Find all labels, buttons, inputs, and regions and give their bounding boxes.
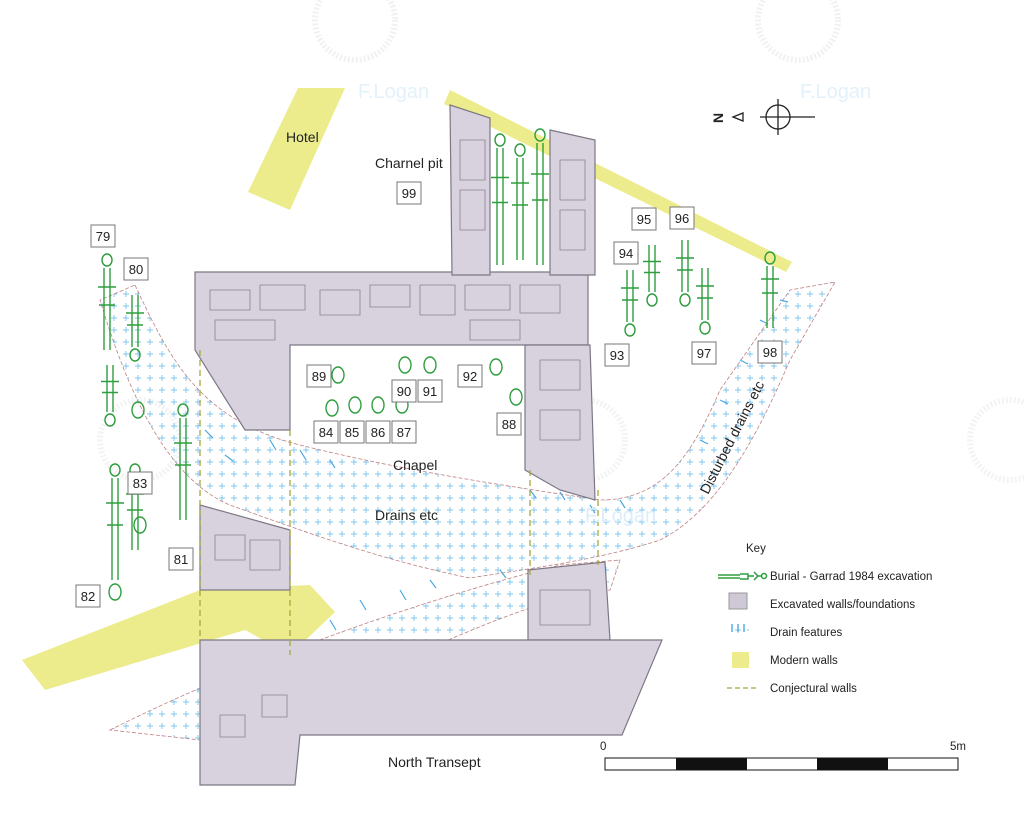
burial-number-85: 85 [339, 420, 365, 444]
legend-modern-label: Modern walls [770, 655, 838, 667]
skull-icon [423, 356, 437, 374]
modern-walls [22, 88, 792, 690]
burial-number-89: 89 [306, 364, 332, 388]
burial-number-text: 86 [371, 425, 385, 440]
burial-number-text: 88 [502, 417, 516, 432]
burial-number-98: 98 [757, 340, 783, 364]
burial-number-text: 80 [129, 262, 143, 277]
legend-drain-label: Drain features [770, 627, 842, 639]
burial-number-text: 91 [423, 384, 437, 399]
burial-number-text: 81 [174, 552, 188, 567]
watermark-text: F.Logan [585, 505, 656, 527]
skull-icon [371, 396, 385, 414]
scale-end-label: 5m [950, 741, 966, 753]
burial-number-81: 81 [168, 547, 194, 571]
burial-skeleton [98, 253, 116, 350]
legend-drain-hatch [731, 624, 745, 632]
burial-number-97: 97 [691, 341, 717, 365]
skull-icon [489, 358, 503, 376]
burial-number-text: 79 [96, 229, 110, 244]
scale-start-label: 0 [600, 741, 606, 753]
watermark-text: F.Logan [358, 81, 429, 103]
legend-modern-swatch [732, 652, 749, 668]
skull-icon [133, 516, 147, 534]
burial-number-87: 87 [391, 420, 417, 444]
burial-skeleton [621, 270, 639, 337]
burial-number-text: 90 [397, 384, 411, 399]
label-chapel: Chapel [393, 457, 437, 473]
skull-icon [348, 396, 362, 414]
burial-number-text: 94 [619, 246, 633, 261]
burial-skeleton [531, 128, 549, 265]
burial-skeleton [491, 133, 509, 265]
burial-skeleton [126, 295, 144, 362]
burial-number-text: 98 [763, 345, 777, 360]
burial-skeleton [761, 251, 779, 328]
legend-burial-label: Burial - Garrad 1984 excavation [770, 571, 932, 583]
burial-skeleton [696, 268, 714, 335]
burial-number-text: 84 [319, 425, 333, 440]
burial-number-84: 84 [313, 420, 339, 444]
burial-number-text: 89 [312, 369, 326, 384]
burial-skeleton [676, 240, 694, 307]
label-drains: Drains etc [375, 507, 438, 523]
skull-icon [331, 366, 345, 384]
skull-icon [108, 583, 122, 601]
burial-skeleton [106, 463, 124, 580]
burial-number-text: 95 [637, 212, 651, 227]
burial-skeleton [174, 403, 192, 520]
legend-walls-label: Excavated walls/foundations [770, 599, 915, 611]
compass-label: N [710, 113, 726, 123]
burial-number-94: 94 [613, 241, 639, 265]
burial-number-text: 93 [610, 348, 624, 363]
legend: Key Burial - Garrad 1984 excavation Exca… [718, 543, 932, 695]
burial-number-text: 99 [402, 186, 416, 201]
label-north-transept: North Transept [388, 754, 481, 770]
scale-bar: 0 5m [600, 741, 966, 771]
conjectural-walls [199, 350, 599, 655]
burial-number-92: 92 [457, 364, 483, 388]
legend-title: Key [746, 543, 766, 555]
watermark-text: F.Logan [800, 81, 871, 103]
legend-burial-icon [718, 571, 768, 581]
skull-icon [131, 401, 145, 419]
burial-number-text: 96 [675, 211, 689, 226]
burial-number-text: 92 [463, 369, 477, 384]
skull-icon [325, 399, 339, 417]
burial-number-88: 88 [496, 412, 522, 436]
north-arrow-icon [731, 99, 815, 135]
burial-number-text: 82 [81, 589, 95, 604]
label-charnel-pit: Charnel pit [375, 155, 443, 171]
burial-number-text: 87 [397, 425, 411, 440]
label-hotel: Hotel [286, 129, 319, 145]
burial-number-90: 90 [391, 379, 417, 403]
burial-number-83: 83 [127, 471, 153, 495]
burial-number-93: 93 [604, 343, 630, 367]
legend-conjectural-label: Conjectural walls [770, 683, 857, 695]
burial-skeleton [643, 245, 661, 307]
burial-number-91: 91 [417, 379, 443, 403]
excavated-walls [194, 104, 663, 786]
burial-number-text: 97 [697, 346, 711, 361]
legend-wall-swatch [728, 592, 748, 610]
burial-number-80: 80 [123, 257, 149, 281]
burial-skeleton [511, 143, 529, 260]
burial-skeleton [101, 365, 119, 427]
burial-number-text: 85 [345, 425, 359, 440]
burial-number-99: 99 [396, 181, 422, 205]
burials [98, 128, 779, 601]
burial-number-82: 82 [75, 584, 101, 608]
burial-number-86: 86 [365, 420, 391, 444]
skull-icon [398, 356, 412, 374]
burial-number-79: 79 [90, 224, 116, 248]
burial-number-95: 95 [631, 207, 657, 231]
burial-number-96: 96 [669, 206, 695, 230]
burial-number-text: 83 [133, 476, 147, 491]
skull-icon [509, 388, 523, 406]
burial-number-boxes: 79 80 99 95 96 94 93 97 98 89 90 91 92 84 85 86 87 88 83 81… [75, 181, 783, 608]
